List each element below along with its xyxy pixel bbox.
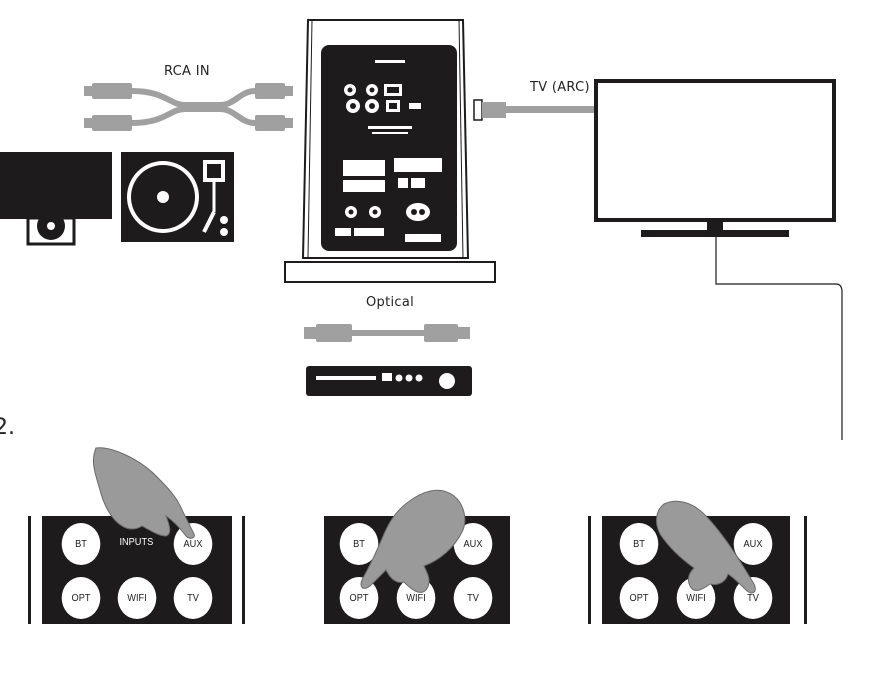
turntable-icon (0, 152, 234, 246)
panel-1-right-bar (242, 516, 245, 624)
step-number: 2. (0, 415, 15, 440)
bt-button[interactable]: BT (619, 523, 659, 565)
tv-icon (594, 79, 843, 440)
bt-button[interactable]: BT (339, 523, 379, 565)
optical-label: Optical (366, 295, 415, 310)
remote-panel-1: BT INPUTS AUX OPT WIFI TV (42, 516, 232, 624)
panel-1-left-bar (28, 516, 31, 624)
wifi-button[interactable]: WIFI (396, 577, 436, 619)
connection-illustration (0, 19, 843, 440)
tv-arc-label: TV (ARC) (530, 80, 590, 95)
wifi-button[interactable]: WIFI (117, 577, 157, 619)
remote-panel-3: BT AUX OPT WIFI TV (602, 516, 790, 624)
aux-button[interactable]: AUX (453, 523, 493, 565)
tv-button[interactable]: TV (453, 577, 493, 619)
cd-player-icon (306, 366, 472, 396)
remote-panel-2: BT AUX OPT WIFI TV (324, 516, 510, 624)
speaker-rear-icon (284, 19, 496, 283)
rca-cable-icon (84, 83, 293, 131)
aux-button[interactable]: AUX (733, 523, 773, 565)
tv-button[interactable]: TV (733, 577, 773, 619)
optical-cable-icon (304, 324, 470, 342)
rca-in-label: RCA IN (164, 64, 210, 79)
inputs-label: INPUTS (119, 537, 154, 548)
panel-3-left-bar (588, 516, 591, 624)
opt-button[interactable]: OPT (619, 577, 659, 619)
opt-button[interactable]: OPT (61, 577, 101, 619)
aux-button[interactable]: AUX (173, 523, 213, 565)
bt-button[interactable]: BT (61, 523, 101, 565)
panel-3-right-bar (804, 516, 807, 624)
opt-button[interactable]: OPT (339, 577, 379, 619)
tv-button[interactable]: TV (173, 577, 213, 619)
wifi-button[interactable]: WIFI (676, 577, 716, 619)
